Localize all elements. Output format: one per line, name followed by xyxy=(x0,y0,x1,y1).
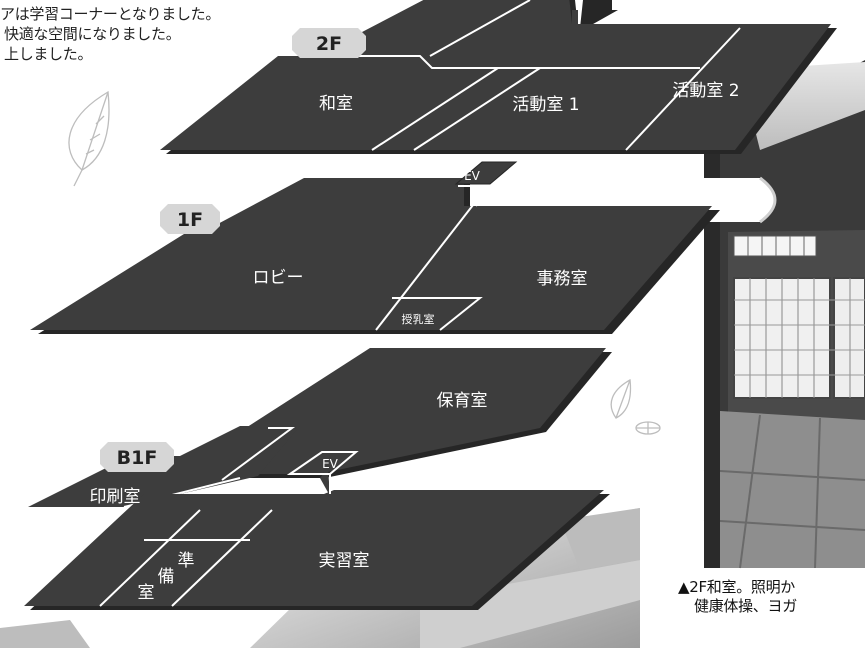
caption-line-2: 健康体操、ヨガ xyxy=(694,597,797,615)
photo-2f-washitsu xyxy=(690,60,865,569)
badge-2f: 2F xyxy=(292,28,366,58)
room-lobby: ロビー xyxy=(253,268,304,288)
room-jisshu: 実習室 xyxy=(319,551,370,571)
intro-line-2: 快適な空間になりました。 xyxy=(4,25,181,43)
room-bi: 備 xyxy=(158,567,175,587)
intro-line-1: アは学習コーナーとなりました。 xyxy=(0,5,221,23)
intro-text: アは学習コーナーとなりました。 快適な空間になりました。 上しました。 xyxy=(0,4,300,64)
floor-1f xyxy=(30,161,720,334)
room-washitsu: 和室 xyxy=(319,94,353,114)
room-katsudo-1: 活動室 1 xyxy=(512,95,579,115)
room-shitsu: 室 xyxy=(138,583,155,603)
room-insatsu: 印刷室 xyxy=(90,487,141,507)
ev-b1f: EV xyxy=(322,457,339,471)
leaf-icon xyxy=(68,90,110,187)
room-hoiku: 保育室 xyxy=(437,391,488,411)
floor-2f xyxy=(160,0,837,154)
badge-b1f-label: B1F xyxy=(117,447,158,469)
room-katsudo-2: 活動室 2 xyxy=(672,81,739,101)
badge-1f-label: 1F xyxy=(177,209,203,231)
intro-line-3: 上しました。 xyxy=(4,45,93,63)
badge-2f-label: 2F xyxy=(316,33,342,55)
ev-1f: EV xyxy=(464,169,481,183)
room-junyu: 授乳室 xyxy=(402,312,435,326)
floor-b1f xyxy=(24,348,612,610)
badge-b1f: B1F xyxy=(100,442,174,472)
room-jimu: 事務室 xyxy=(537,269,588,289)
leaf-small-icon xyxy=(610,378,661,435)
caption-line-1: ▲2F和室。照明か xyxy=(678,578,796,596)
room-jun: 準 xyxy=(178,551,195,571)
badge-1f: 1F xyxy=(160,204,220,234)
photo-caption: ▲2F和室。照明か 健康体操、ヨガ xyxy=(678,578,797,616)
